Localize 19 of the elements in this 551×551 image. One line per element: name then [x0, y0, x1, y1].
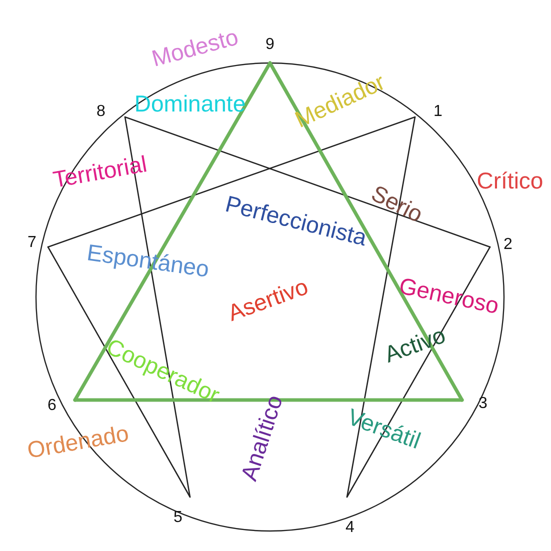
point-number: 6 [48, 398, 56, 414]
trait-label: Analítico [237, 392, 287, 484]
trait-label: Territorial [51, 152, 149, 192]
point-number: 9 [266, 37, 274, 53]
point-number: 2 [504, 237, 512, 253]
trait-label: Espontáneo [86, 241, 210, 281]
trait-label: Activo [382, 323, 448, 367]
trait-label: Generoso [397, 274, 501, 318]
point-number: 5 [174, 510, 182, 526]
trait-label: Serio [368, 182, 426, 226]
trait-label: Modesto [149, 25, 241, 71]
trait-label: Crítico [476, 170, 544, 192]
point-number: 8 [96, 104, 106, 120]
trait-label: Asertivo [225, 274, 311, 326]
trait-label: Ordenado [26, 422, 130, 462]
point-number: 4 [346, 520, 354, 536]
point-number: 7 [28, 235, 36, 251]
point-number: 3 [478, 396, 488, 412]
point-number: 1 [434, 104, 442, 120]
